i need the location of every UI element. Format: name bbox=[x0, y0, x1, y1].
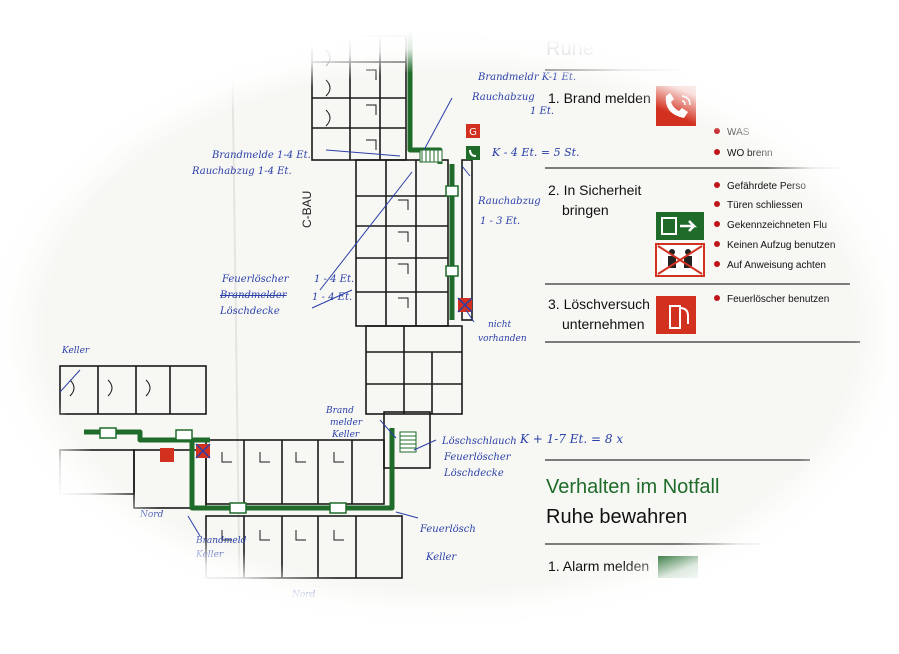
handwritten-note: 1 - 4 Et. bbox=[312, 292, 353, 303]
step-2-bullet: Gefährdete Perso bbox=[714, 181, 806, 193]
handwritten-note: Keller bbox=[62, 346, 90, 356]
handwritten-note: Keller bbox=[332, 430, 360, 440]
handwritten-note: Keller bbox=[426, 552, 457, 563]
handwritten-note: K - 4 Et. = 5 St. bbox=[492, 146, 580, 159]
step-1-bullet: WO brenn bbox=[714, 148, 773, 160]
step-3-bullet: Feuerlöscher benutzen bbox=[714, 294, 829, 306]
handwritten-note: Löschschlauch bbox=[442, 436, 517, 447]
svg-text:G: G bbox=[469, 127, 477, 138]
handwritten-note: Löschdecke bbox=[444, 468, 504, 479]
step-2-label: 2. In Sicherheit bbox=[548, 182, 642, 198]
handwritten-note: Feuerlöscher bbox=[222, 274, 289, 285]
handwritten-note: K + 1-7 Et. = 8 x bbox=[520, 432, 624, 446]
handwritten-note: Brandmeld bbox=[196, 536, 247, 546]
handwritten-note: Nord bbox=[292, 590, 316, 600]
exit-arrow-icon bbox=[656, 212, 704, 240]
handwritten-note: Brand bbox=[326, 406, 354, 416]
panel-top-title: Ruhe bbox=[546, 38, 594, 60]
fire-extinguisher-icon bbox=[656, 296, 696, 334]
handwritten-note: 1 Et. bbox=[530, 106, 555, 117]
emergency-phone-icon bbox=[466, 146, 480, 160]
handwritten-note: melder bbox=[330, 418, 363, 428]
handwritten-note: Löschdecke bbox=[220, 306, 280, 317]
handwritten-note: nicht bbox=[488, 320, 512, 330]
handwritten-note: 1 - 4 Et. bbox=[314, 274, 355, 285]
fire-alarm-icon: G bbox=[466, 124, 480, 138]
phone-icon bbox=[656, 86, 696, 126]
no-elevator-icon bbox=[655, 243, 705, 277]
handwritten-note: vorhanden bbox=[478, 334, 527, 344]
handwritten-note: 1 - 3 Et. bbox=[480, 216, 521, 227]
section-subtitle: Ruhe bewahren bbox=[546, 506, 688, 528]
handwritten-note: Rauchabzug bbox=[478, 196, 541, 207]
handwritten-note: Brandmelde 1-4 Et. bbox=[212, 150, 311, 161]
handwritten-note: Nord bbox=[140, 510, 164, 520]
step-3-label-cont: unternehmen bbox=[562, 316, 645, 332]
handwritten-note: Brandmeldr K-1 Et. bbox=[478, 72, 577, 83]
step-1-bullet: WAS bbox=[714, 127, 749, 139]
step-1-label: 1. Brand melden bbox=[548, 90, 651, 106]
step-2-label-cont: bringen bbox=[562, 202, 609, 218]
building-label: C-BAU bbox=[300, 190, 314, 228]
handwritten-note: Rauchabzug bbox=[472, 92, 535, 103]
handwritten-note-struck: Brandmelder bbox=[220, 290, 287, 301]
handwritten-note: Feuerlöscher bbox=[444, 452, 511, 463]
handwritten-note: Feuerlösch bbox=[420, 524, 476, 535]
step-2-bullet: Keinen Aufzug benutzen bbox=[714, 240, 835, 252]
section-title: Verhalten im Notfall bbox=[546, 476, 720, 498]
step-2-bullet: Auf Anweisung achten bbox=[714, 260, 826, 272]
step-3-label: 3. Löschversuch bbox=[548, 296, 650, 312]
step-2-bullet: Gekennzeichneten Flu bbox=[714, 220, 827, 232]
handwritten-note: Rauchabzug 1-4 Et. bbox=[192, 166, 292, 177]
step-2-bullet: Türen schliessen bbox=[714, 200, 803, 212]
alarm-step-label: 1. Alarm melden bbox=[548, 558, 650, 574]
alarm-green-icon bbox=[658, 556, 698, 578]
handwritten-note: Keller bbox=[196, 550, 224, 560]
